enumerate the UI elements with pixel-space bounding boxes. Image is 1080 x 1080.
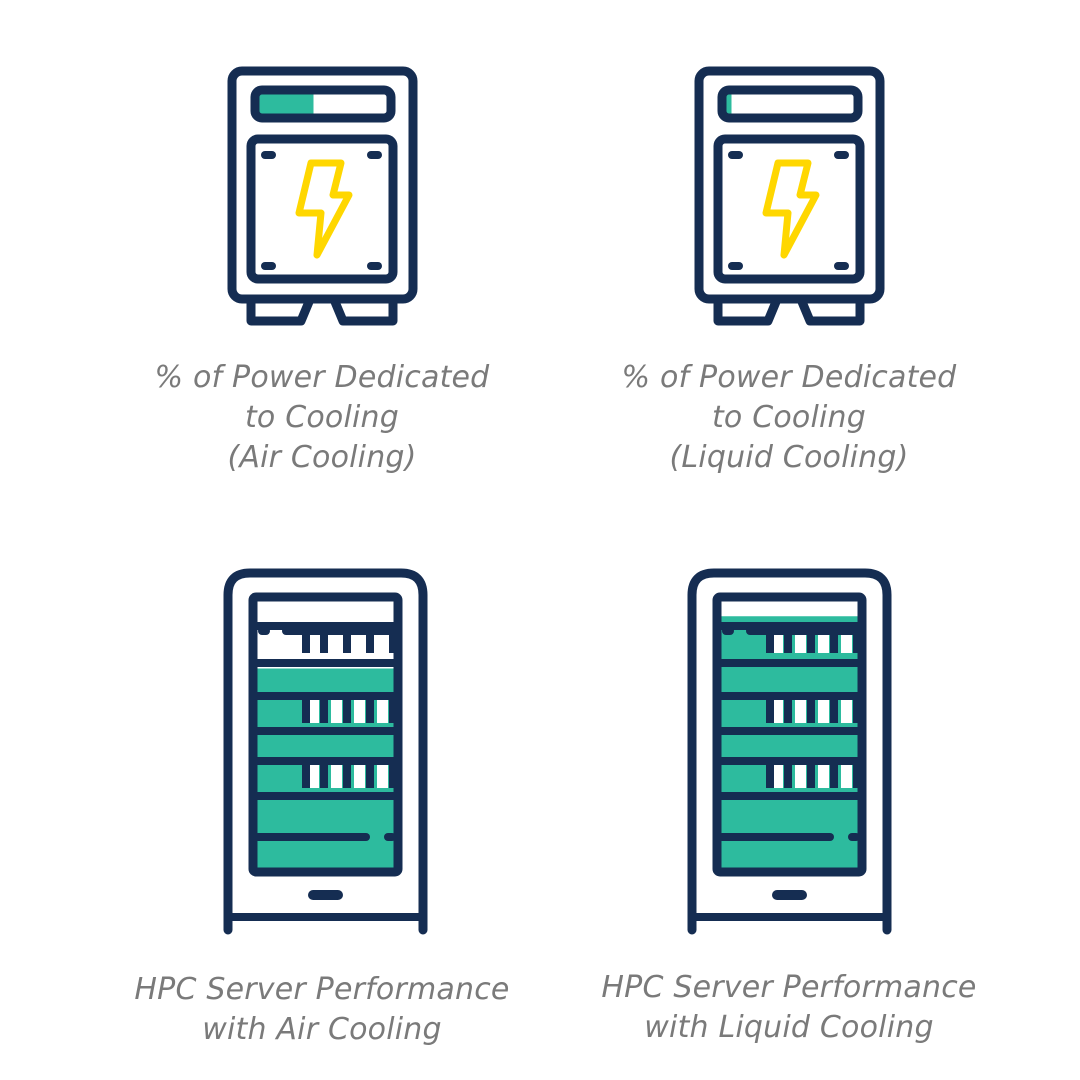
caption-line: % of Power Dedicated <box>621 360 957 395</box>
rack-vent-slot <box>841 761 852 788</box>
rack-vent-slot <box>354 696 365 723</box>
rack-frame <box>687 568 892 935</box>
caption-line: % of Power Dedicated <box>154 360 490 395</box>
caption-line: HPC Server Performance <box>134 972 510 1007</box>
rack-vent-slot <box>308 696 319 723</box>
rack-vent-slot <box>308 626 319 653</box>
rack-vent-slot <box>772 626 783 653</box>
rack-vent-slot <box>377 696 388 723</box>
meter-inner-panel <box>713 134 865 284</box>
rack-vent-slot <box>772 696 783 723</box>
meter-gauge-frame <box>250 85 396 123</box>
meter-foot-right <box>328 295 398 326</box>
server-caption-liquid: HPC Server Performance with Liquid Cooli… <box>569 968 1009 1048</box>
rack-vent-slot <box>795 696 806 723</box>
caption-line: (Liquid Cooling) <box>669 440 909 475</box>
caption-line: with Air Cooling <box>202 1012 442 1047</box>
rack-vent-slot <box>795 761 806 788</box>
rack-vent-slot <box>772 761 783 788</box>
server-rack-icon <box>223 568 428 935</box>
rack-vent-slot <box>377 626 388 653</box>
rack-screen-border <box>248 592 403 877</box>
rack-vent-slot <box>841 626 852 653</box>
server-rack-icon <box>687 568 892 935</box>
meter-gauge-fill <box>722 90 732 118</box>
rack-vent-slot <box>331 626 342 653</box>
lightning-bolt-icon <box>762 159 820 259</box>
caption-line: HPC Server Performance <box>601 970 977 1005</box>
rack-vent-slot <box>818 626 829 653</box>
rack-fill-level <box>717 616 862 872</box>
meter-foot-left <box>246 295 316 326</box>
caption-line: to Cooling <box>711 400 867 435</box>
server-caption-air: HPC Server Performance with Air Cooling <box>102 970 542 1050</box>
rack-vent-slot <box>354 626 365 653</box>
rack-frame <box>223 568 428 935</box>
caption-line: to Cooling <box>244 400 400 435</box>
power-caption-air: % of Power Dedicated to Cooling (Air Coo… <box>102 358 542 478</box>
rack-vent-slot <box>331 696 342 723</box>
meter-foot-left <box>713 295 783 326</box>
rack-vent-slot <box>331 761 342 788</box>
rack-vent-slot <box>818 696 829 723</box>
caption-line: with Liquid Cooling <box>644 1010 934 1045</box>
rack-vent-slot <box>841 696 852 723</box>
rack-vent-slot <box>354 761 365 788</box>
rack-vent-slot <box>377 761 388 788</box>
rack-vent-slot <box>795 626 806 653</box>
meter-gauge-frame <box>717 85 863 123</box>
power-meter-icon <box>694 66 885 326</box>
meter-gauge-track <box>722 90 858 118</box>
power-meter-icon <box>227 66 418 326</box>
rack-vent-slot <box>308 761 319 788</box>
lightning-bolt-icon <box>295 159 353 259</box>
meter-gauge-fill <box>255 90 314 118</box>
caption-line: (Air Cooling) <box>227 440 417 475</box>
meter-foot-right <box>795 295 865 326</box>
rack-screen-border <box>712 592 867 877</box>
power-caption-liquid: % of Power Dedicated to Cooling (Liquid … <box>569 358 1009 478</box>
meter-inner-panel <box>246 134 398 284</box>
rack-vent-slot <box>818 761 829 788</box>
